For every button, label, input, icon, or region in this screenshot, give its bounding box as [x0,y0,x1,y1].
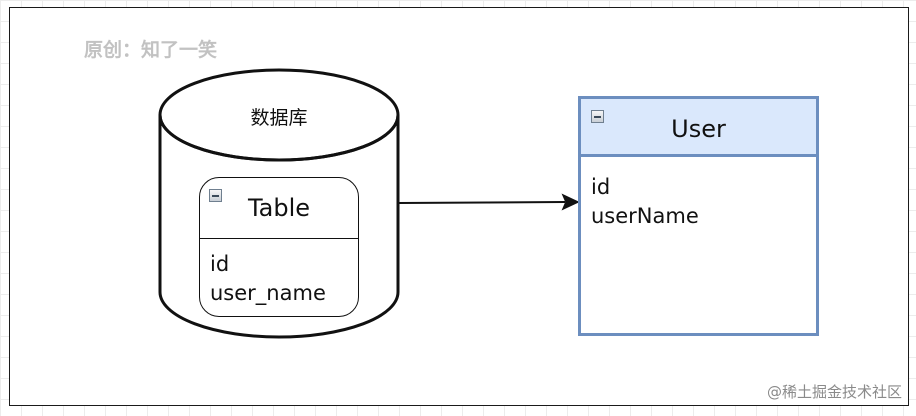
table-field-id: id [210,252,230,276]
table-entity[interactable]: Table id user_name [199,177,359,317]
site-watermark: @稀土掘金技术社区 [766,383,902,401]
table-field-user-name: user_name [210,281,326,305]
table-header: Table [200,178,358,239]
minus-icon[interactable] [591,110,604,123]
user-entity[interactable]: User id userName [578,96,819,336]
arrow-icon [561,193,580,211]
user-field-list: id userName [591,173,699,231]
user-title: User [671,115,726,143]
user-header: User [581,99,816,157]
database-label: 数据库 [250,107,308,129]
mapping-arrow[interactable] [398,193,580,211]
minus-icon[interactable] [209,189,222,202]
user-field-id: id [591,175,611,199]
table-title: Table [247,194,311,222]
table-field-list: id user_name [210,250,326,308]
user-field-username: userName [591,204,699,228]
author-watermark: 原创：知了一笑 [84,39,218,61]
